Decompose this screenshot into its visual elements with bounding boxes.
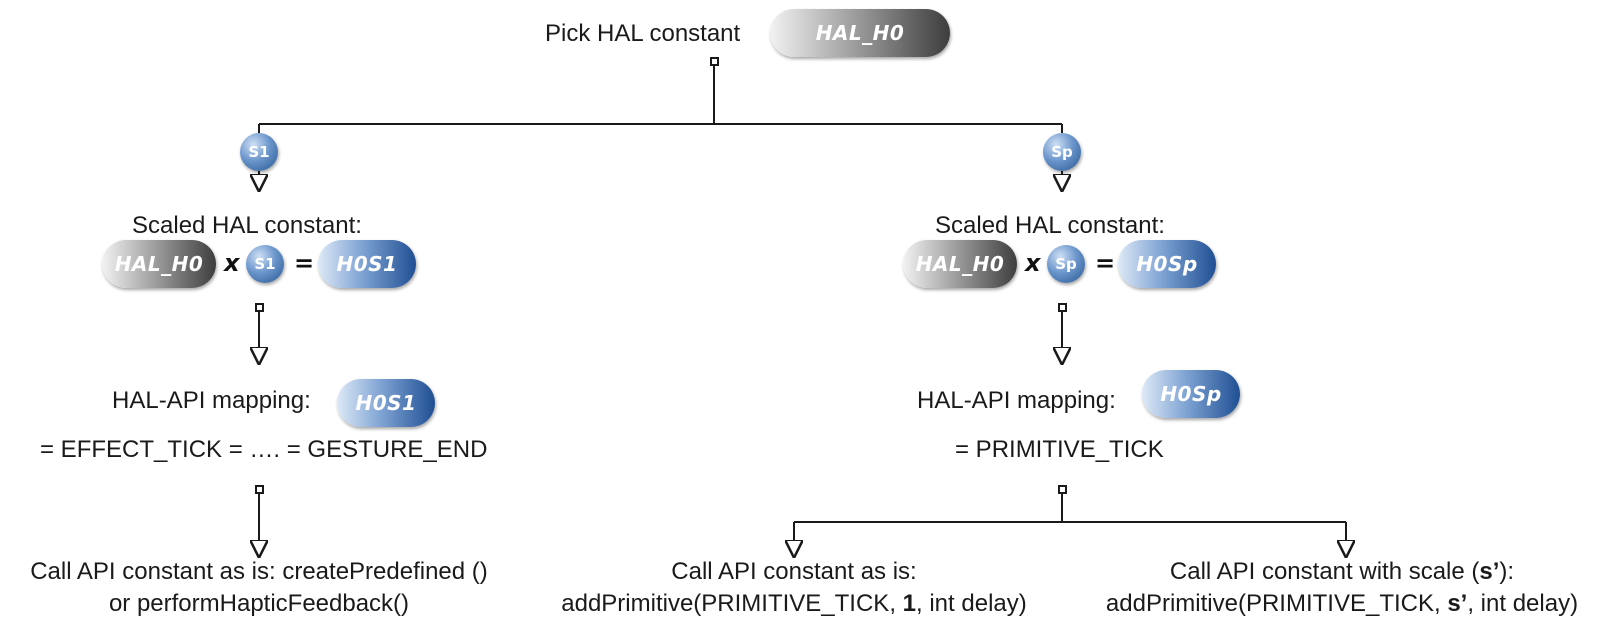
- sub-left-line2-bold: 1: [902, 590, 917, 617]
- left-eq-hal-pill: HAL_H0: [102, 240, 216, 288]
- left-call-text: Call API constant as is: createPredefine…: [0, 556, 518, 620]
- connector-port: [255, 303, 264, 312]
- sub-left-line1: Call API constant as is:: [671, 558, 917, 585]
- right-scaled-title: Scaled HAL constant:: [935, 212, 1165, 239]
- sub-right-line1-bold: s’: [1479, 558, 1500, 585]
- sub-left-line2-prefix: addPrimitive(PRIMITIVE_TICK,: [561, 590, 903, 617]
- sub-right-line1-prefix: Call API constant with scale (: [1169, 558, 1480, 585]
- connector-port: [255, 485, 264, 494]
- sub-right-line1-suffix: ):: [1499, 558, 1515, 585]
- left-call-line2: or performHapticFeedback(): [108, 590, 410, 617]
- sub-right-line1: Call API constant with scale (s’):: [1084, 556, 1600, 588]
- pick-hal-label: Pick HAL constant: [545, 20, 741, 47]
- sub-right-line2-bold: s’: [1447, 590, 1468, 617]
- left-equals-sign: =: [294, 249, 315, 277]
- sp-badge: Sp: [1043, 133, 1081, 171]
- connector-port: [1058, 303, 1067, 312]
- sub-right-line2-prefix: addPrimitive(PRIMITIVE_TICK,: [1105, 590, 1448, 617]
- right-mapping-label: HAL-API mapping:: [917, 387, 1116, 414]
- left-times-sign: x: [224, 249, 240, 277]
- sub-right-line2: addPrimitive(PRIMITIVE_TICK, s’, int del…: [1084, 588, 1600, 620]
- left-call-line1: Call API constant as is: createPredefine…: [30, 558, 488, 585]
- right-eq-sp-badge: Sp: [1047, 245, 1085, 283]
- right-mapping-pill: H0Sp: [1142, 370, 1240, 418]
- sub-left-call-text: Call API constant as is: addPrimitive(PR…: [536, 556, 1052, 620]
- left-eq-s1-badge: S1: [246, 245, 284, 283]
- right-times-sign: x: [1025, 249, 1041, 277]
- right-eq-hal-pill: HAL_H0: [903, 240, 1017, 288]
- connector-port: [710, 57, 719, 66]
- sub-right-line2-suffix: , int delay): [1467, 590, 1579, 617]
- left-mapping-pill: H0S1: [337, 379, 435, 427]
- left-scaled-title: Scaled HAL constant:: [132, 212, 362, 239]
- right-equals-sign: =: [1095, 249, 1116, 277]
- sub-right-call-text: Call API constant with scale (s’): addPr…: [1084, 556, 1600, 620]
- left-mapping-label: HAL-API mapping:: [112, 387, 311, 414]
- sub-left-line2-suffix: , int delay): [916, 590, 1027, 617]
- s1-badge: S1: [240, 133, 278, 171]
- right-mapping-value: = PRIMITIVE_TICK: [955, 436, 1164, 463]
- left-h0s1-pill: H0S1: [318, 240, 416, 288]
- left-mapping-value: = EFFECT_TICK = …. = GESTURE_END: [40, 436, 488, 463]
- right-h0sp-pill: H0Sp: [1118, 240, 1216, 288]
- connector-port: [1058, 485, 1067, 494]
- sub-left-line2: addPrimitive(PRIMITIVE_TICK, 1, int dela…: [536, 588, 1052, 620]
- hal-h0-pill: HAL_H0: [770, 9, 950, 57]
